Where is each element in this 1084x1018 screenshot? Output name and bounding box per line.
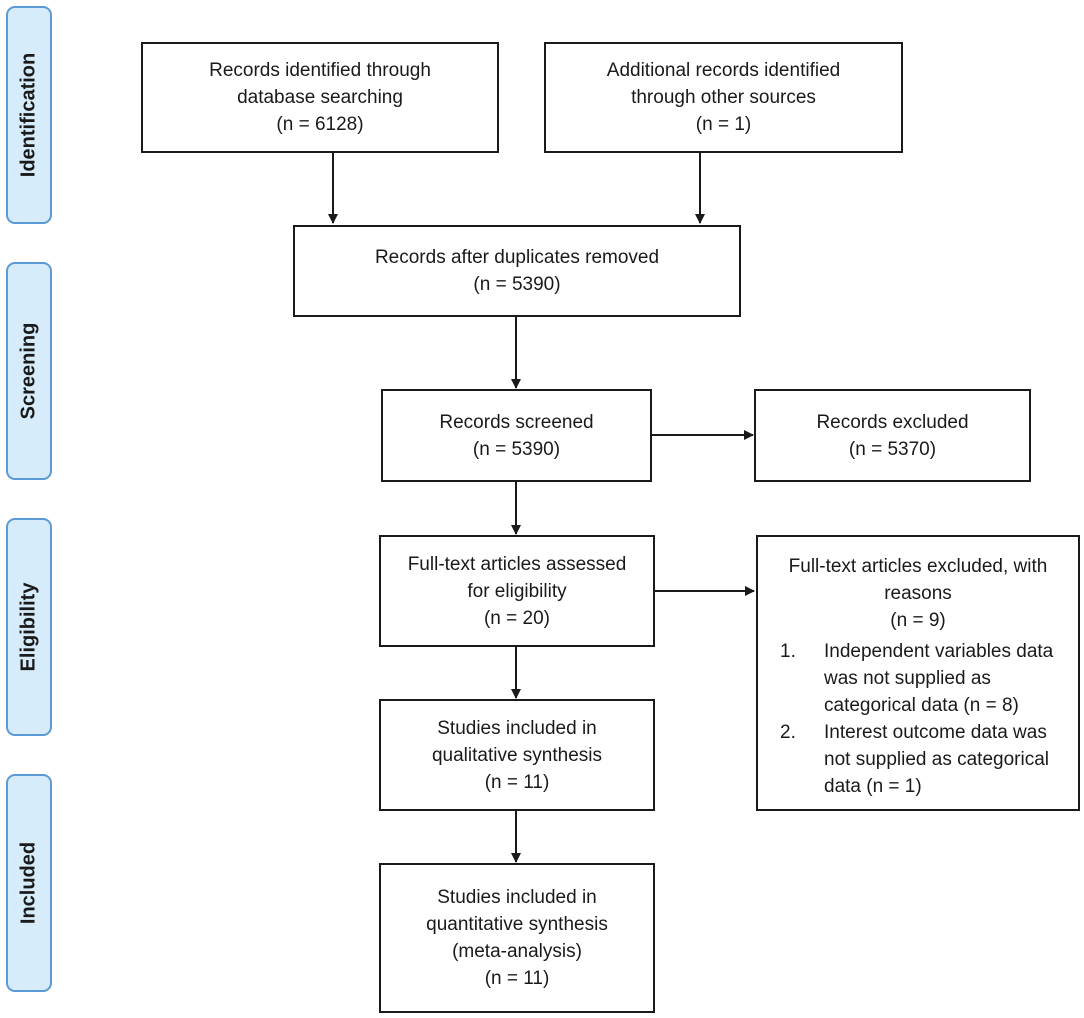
box-other-sources: Additional records identified through ot… xyxy=(544,42,903,153)
other-line-1: Additional records identified xyxy=(606,60,841,81)
qual-line-3: (n = 11) xyxy=(484,771,550,793)
db-line-3: (n = 6128) xyxy=(276,114,364,135)
quant-line-3: (meta-analysis) xyxy=(452,941,582,962)
reason-2-number: 2. xyxy=(780,722,796,743)
db-line-1: Records identified through xyxy=(209,60,431,81)
other-line-3: (n = 1) xyxy=(695,114,752,135)
db-line-2: database searching xyxy=(237,87,403,108)
stage-eligibility: Eligibility xyxy=(6,518,52,736)
ft-excluded-line-1: Full-text articles excluded, with xyxy=(788,556,1048,577)
stage-label-eligibility: Eligibility xyxy=(17,582,40,672)
excluded-line-1: Records excluded xyxy=(816,411,969,433)
quant-line-2: quantitative synthesis xyxy=(426,914,608,935)
fulltext-line-2: for eligibility xyxy=(467,580,567,602)
reason-2-text: Interest outcome data was not supplied a… xyxy=(824,722,1049,797)
reason-1-text: Independent variables data was not suppl… xyxy=(824,641,1054,716)
dedup-line-1: Records after duplicates removed xyxy=(374,247,660,268)
screened-line-1: Records screened xyxy=(439,411,594,433)
box-records-screened: Records screened (n = 5390) xyxy=(381,389,652,482)
stage-label-identification: Identification xyxy=(17,52,40,178)
qual-line-1: Studies included in xyxy=(437,717,597,739)
fulltext-line-3: (n = 20) xyxy=(483,607,550,629)
ft-excluded-line-3: (n = 9) xyxy=(890,610,946,631)
box-quantitative-synthesis: Studies included in quantitative synthes… xyxy=(379,863,655,1013)
box-fulltext-assessed: Full-text articles assessed for eligibil… xyxy=(379,535,655,647)
quant-line-4: (n = 11) xyxy=(484,968,550,989)
screened-line-2: (n = 5390) xyxy=(472,438,561,460)
box-qualitative-synthesis: Studies included in qualitative synthesi… xyxy=(379,699,655,811)
exclusion-reason-1: 1. Independent variables data was not su… xyxy=(768,638,1068,719)
ft-excluded-line-2: reasons xyxy=(884,583,952,604)
reason-1-number: 1. xyxy=(780,641,796,662)
box-records-excluded: Records excluded (n = 5370) xyxy=(754,389,1031,482)
stage-screening: Screening xyxy=(6,262,52,480)
quant-line-1: Studies included in xyxy=(437,887,597,908)
stage-label-screening: Screening xyxy=(17,322,40,420)
dedup-line-2: (n = 5390) xyxy=(473,274,561,295)
stage-label-included: Included xyxy=(17,841,40,925)
fulltext-line-1: Full-text articles assessed xyxy=(407,553,627,575)
other-line-2: through other sources xyxy=(631,87,816,108)
stage-included: Included xyxy=(6,774,52,992)
box-database-searching: Records identified through database sear… xyxy=(141,42,499,153)
qual-line-2: qualitative synthesis xyxy=(431,744,603,766)
box-fulltext-excluded: Full-text articles excluded, with reason… xyxy=(756,535,1080,811)
box-duplicates-removed: Records after duplicates removed (n = 53… xyxy=(293,225,741,317)
exclusion-reason-2: 2. Interest outcome data was not supplie… xyxy=(768,719,1068,800)
exclusion-reasons-list: 1. Independent variables data was not su… xyxy=(768,638,1068,800)
excluded-line-2: (n = 5370) xyxy=(848,438,937,460)
stage-identification: Identification xyxy=(6,6,52,224)
